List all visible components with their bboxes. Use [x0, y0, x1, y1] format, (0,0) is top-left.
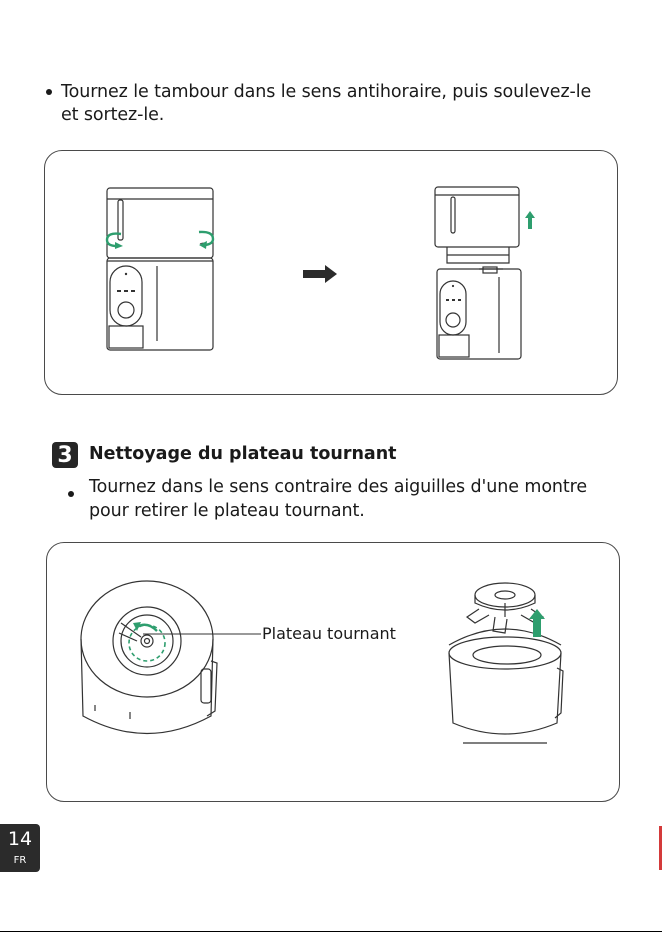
page-number-tab: 14 FR	[0, 824, 40, 872]
bottom-rule	[0, 931, 662, 932]
step-number-badge: 3	[52, 442, 78, 468]
feeder-base-top-view-illustration	[75, 571, 225, 751]
illustration-panel-turntable	[46, 542, 620, 802]
bullet-dot	[68, 491, 74, 497]
step3-title: Nettoyage du plateau tournant	[89, 442, 397, 466]
step2-instruction-line1: Tournez le tambour dans le sens antihora…	[61, 80, 591, 104]
turntable-callout-label: Plateau tournant	[262, 624, 396, 644]
lift-up-arrow-icon	[525, 211, 535, 229]
illustration-panel-drum	[44, 150, 618, 395]
step3-instruction-line2: pour retirer le plateau tournant.	[89, 499, 365, 523]
language-code: FR	[0, 855, 40, 866]
bullet-dot	[46, 89, 52, 95]
callout-leader-line	[143, 632, 263, 636]
feeder-illustration-assembled	[105, 186, 225, 356]
page-number: 14	[0, 828, 40, 850]
feeder-illustration-drum-lifted	[433, 185, 533, 365]
rotate-right-arrow-icon	[195, 229, 217, 249]
step3-instruction-line1: Tournez dans le sens contraire des aigui…	[89, 475, 587, 499]
then-arrow-icon	[303, 265, 337, 283]
step2-instruction-line2: et sortez-le.	[61, 103, 164, 127]
rotate-left-arrow-icon	[101, 231, 125, 249]
feeder-turntable-lifted-illustration	[445, 573, 565, 753]
